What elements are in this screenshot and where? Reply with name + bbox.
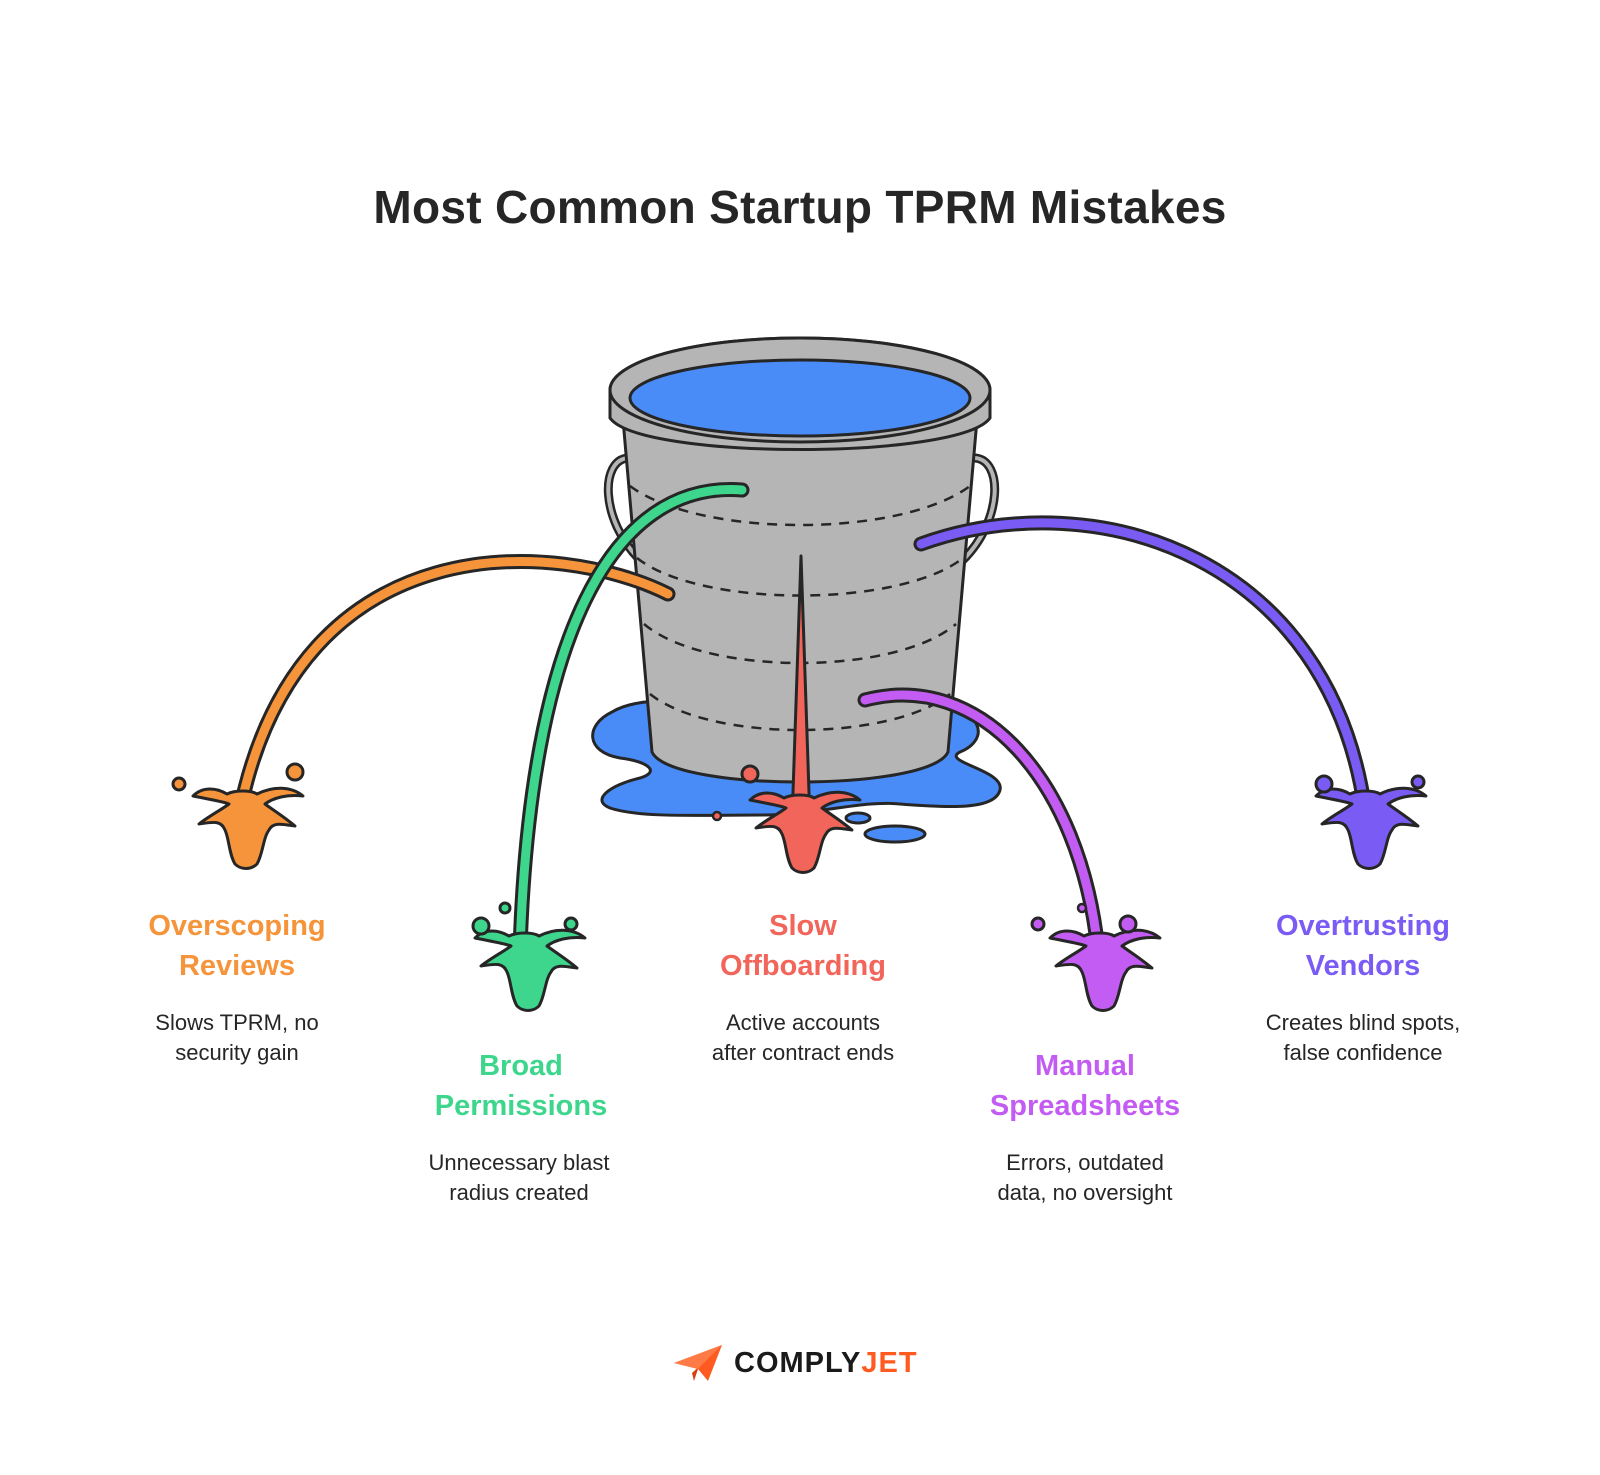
description-line: radius created — [449, 1180, 589, 1205]
heading-line: Permissions — [434, 1090, 608, 1122]
splash-violet — [1314, 774, 1428, 870]
description-line: Active accounts — [725, 1010, 881, 1035]
mistake-heading: Overscoping Reviews — [77, 906, 397, 986]
stream-orange — [232, 554, 676, 818]
description-line: security gain — [175, 1040, 299, 1065]
heading-line: Reviews — [178, 950, 296, 982]
heading-line: Spreadsheets — [989, 1090, 1181, 1122]
mistake-heading: Broad Permissions — [361, 1046, 681, 1126]
mistake-description: Creates blind spots, false confidence — [1203, 1008, 1523, 1068]
heading-line: Manual — [1035, 1050, 1135, 1082]
mistake-description: Unnecessary blast radius created — [359, 1148, 679, 1208]
heading-line: Offboarding — [720, 950, 886, 982]
mistake-heading: Manual Spreadsheets — [925, 1046, 1245, 1126]
description-line: data, no oversight — [997, 1180, 1173, 1205]
heading-line: Broad — [479, 1050, 563, 1082]
water-drop — [844, 811, 872, 825]
description-line: false confidence — [1283, 1040, 1443, 1065]
brand-name-part1: COMPLY — [734, 1346, 862, 1379]
splash-red — [711, 764, 862, 874]
bucket-water — [648, 376, 952, 432]
mistake-description: Errors, outdated data, no oversight — [925, 1148, 1245, 1208]
mistake-description: Slows TPRM, no security gain — [77, 1008, 397, 1068]
water-drop — [863, 824, 927, 844]
heading-line: Overtrusting — [1275, 910, 1451, 942]
splash-orange — [171, 762, 305, 870]
heading-line: Slow — [769, 910, 837, 942]
stream-violet — [913, 515, 1373, 818]
description-line: Creates blind spots, — [1265, 1010, 1461, 1035]
page-title: Most Common Startup TPRM Mistakes — [373, 181, 1227, 233]
heading-line: Overscoping — [148, 910, 326, 942]
description-line: Unnecessary blast — [428, 1150, 610, 1175]
bucket-handle — [961, 456, 997, 562]
brand-logo: COMPLYJET — [672, 1340, 918, 1386]
splash-green — [471, 901, 587, 1012]
paper-plane-icon — [674, 1345, 722, 1381]
description-line: after contract ends — [711, 1040, 895, 1065]
heading-line: Vendors — [1305, 950, 1421, 982]
mistake-heading: Overtrusting Vendors — [1203, 906, 1523, 986]
splash-purple — [1030, 902, 1162, 1012]
stream-green — [512, 482, 750, 958]
brand-name-part2: JET — [861, 1346, 918, 1379]
bucket-ring — [649, 693, 951, 732]
description-line: Slows TPRM, no — [155, 1010, 319, 1035]
stream-purple — [857, 687, 1106, 958]
description-line: Errors, outdated — [1006, 1150, 1164, 1175]
mistake-heading: Slow Offboarding — [643, 906, 963, 986]
mistake-description: Active accounts after contract ends — [643, 1008, 963, 1068]
